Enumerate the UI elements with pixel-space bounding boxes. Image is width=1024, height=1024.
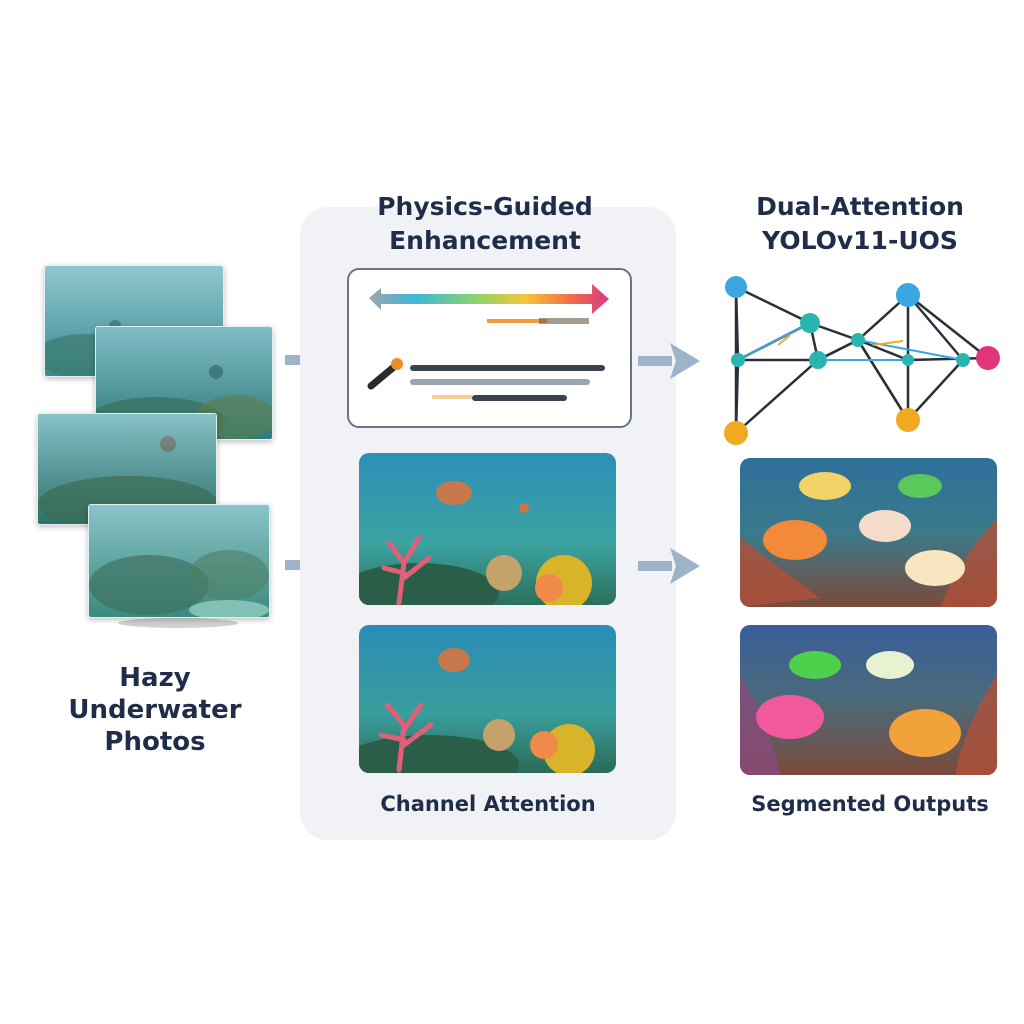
network-node [956, 353, 970, 367]
network-node [896, 408, 920, 432]
enhanced-image-bottom [359, 625, 616, 773]
input-label-line-3: Photos [104, 727, 206, 757]
input-label-line-2: Underwater [68, 695, 242, 725]
enhancement-title-line-1: Physics-Guided [377, 192, 593, 221]
segmented-output-bottom [740, 625, 997, 775]
neural-network-graph-icon [724, 276, 1000, 445]
network-node [809, 351, 827, 369]
detector-title-line-1: Dual-Attention [756, 192, 964, 221]
detector-title-line-2: YOLOv11-UOS [762, 226, 958, 255]
gradient-spectrum-arrow-icon [369, 284, 609, 401]
hazy-photo-4 [88, 504, 270, 618]
enhanced-image-top [359, 453, 616, 605]
network-node [902, 354, 914, 366]
arrow-to-outputs [638, 548, 700, 584]
segmented-outputs-label: Segmented Outputs [751, 792, 989, 816]
photo-stand-shadow [118, 618, 238, 628]
network-node [976, 346, 1000, 370]
input-label: Hazy Underwater Photos [60, 662, 250, 758]
network-node [851, 333, 865, 347]
network-node [800, 313, 820, 333]
network-node [731, 353, 745, 367]
input-label-line-1: Hazy [119, 663, 191, 693]
enhancement-title-line-2: Enhancement [389, 226, 581, 255]
segmented-output-top [740, 458, 997, 607]
enhancement-title: Physics-Guided Enhancement [320, 190, 650, 258]
channel-attention-label: Channel Attention [380, 792, 596, 816]
network-node [724, 421, 748, 445]
network-node [896, 283, 920, 307]
spectrum-box [347, 268, 632, 428]
pipette-icon [367, 358, 403, 390]
detector-title: Dual-Attention YOLOv11-UOS [720, 190, 1000, 258]
arrow-to-detector [638, 343, 700, 379]
network-node [725, 276, 747, 298]
